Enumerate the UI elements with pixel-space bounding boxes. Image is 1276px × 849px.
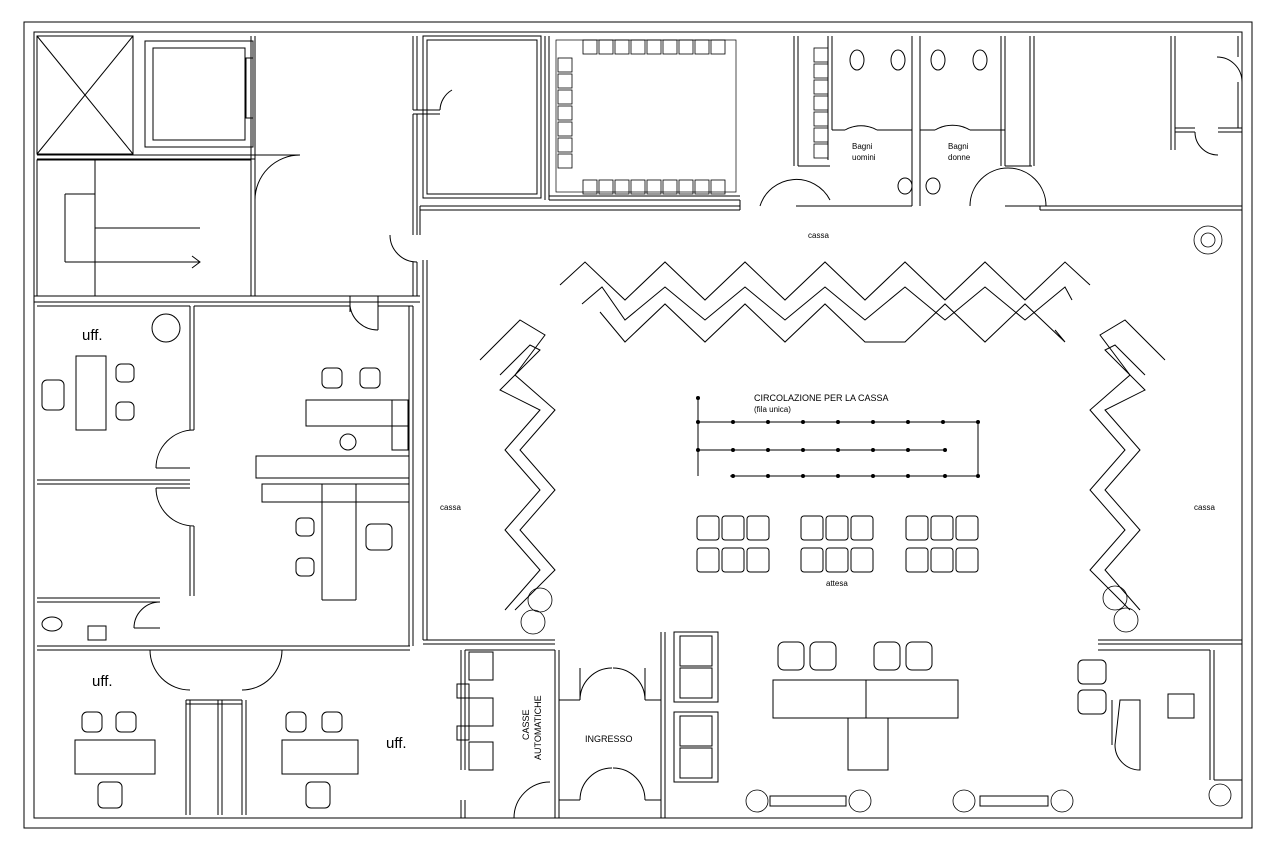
queue-posts: [696, 396, 980, 478]
bagni-uomini-label-1: Bagni: [852, 142, 873, 151]
circolazione-label-1: CIRCOLAZIONE PER LA CASSA: [754, 393, 889, 403]
bagni-uomini-label-2: uomini: [852, 153, 876, 162]
main-hall-walls: [422, 260, 1242, 819]
cassa-label-right: cassa: [1194, 503, 1215, 512]
office-furniture: [41, 49, 1107, 809]
counters: [479, 261, 1166, 611]
atm-machines: [456, 651, 494, 771]
cassa-label-left: cassa: [440, 503, 461, 512]
reception-desk: [772, 641, 959, 771]
left-wing-walls: [34, 35, 466, 818]
benches: [769, 795, 1049, 807]
meeting-chairs: [557, 39, 829, 195]
ingresso-label: INGRESSO: [585, 734, 633, 744]
bagni-donne-label-1: Bagni: [948, 142, 969, 151]
outer-walls: [23, 21, 1253, 829]
casse-automatiche-label-1: CASSE: [521, 709, 531, 740]
bagni-donne-label-2: donne: [948, 153, 971, 162]
office-label-bottom-left: uff.: [92, 673, 113, 690]
waiting-seats: [696, 515, 979, 573]
casse-automatiche-label-2: AUTOMATICHE: [533, 695, 543, 760]
circolazione-label-2: (fila unica): [754, 405, 791, 414]
sofas: [673, 631, 719, 783]
office-label-top: uff.: [82, 327, 103, 344]
top-rooms: [419, 35, 1243, 235]
office-label-bottom-right: uff.: [386, 735, 407, 752]
plants: [520, 225, 1232, 813]
queue-barrier: [697, 398, 979, 477]
cassa-label-top: cassa: [808, 231, 829, 240]
attesa-label: attesa: [826, 579, 848, 588]
